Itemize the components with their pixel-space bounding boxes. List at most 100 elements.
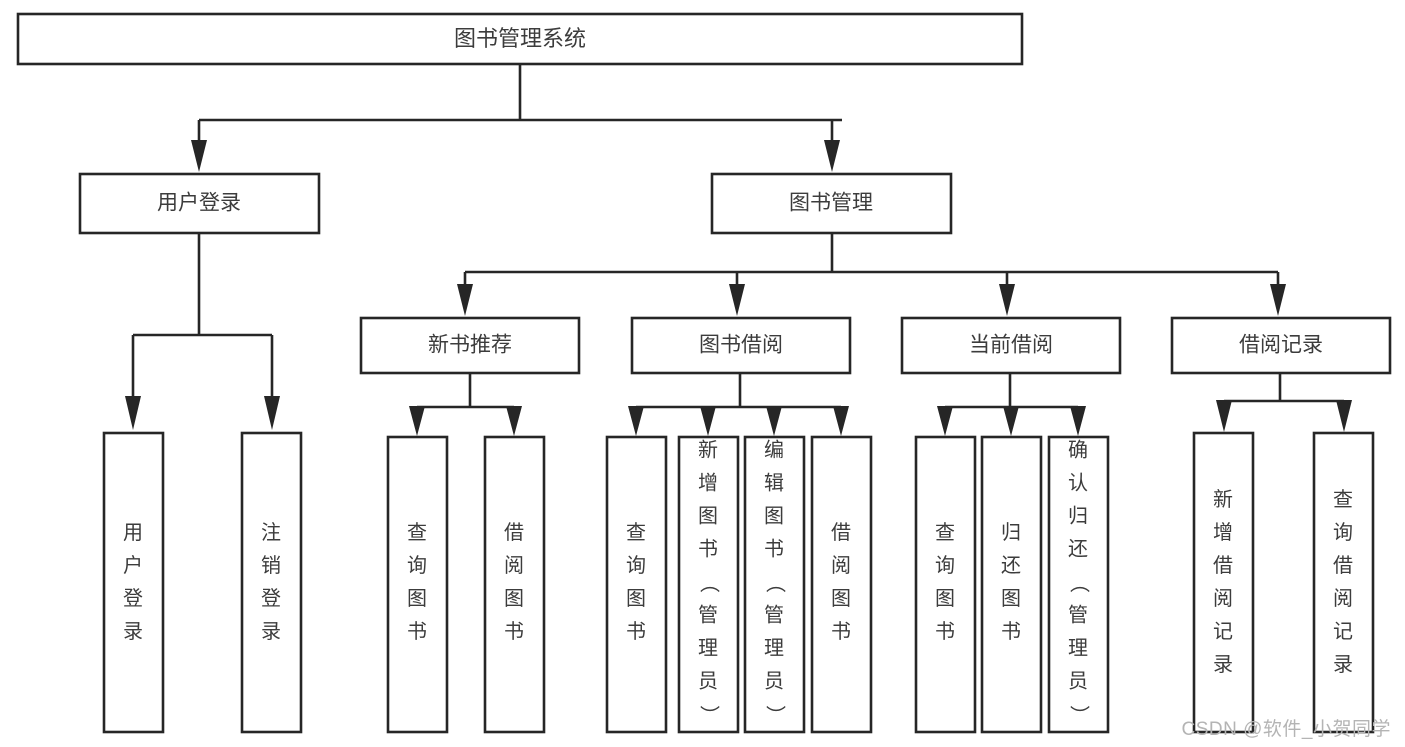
svg-text:辑: 辑 [764,471,784,494]
node-user-login-box[interactable] [78,172,321,235]
svg-text:新: 新 [698,438,718,461]
node-borrow-record[interactable]: 借阅记录 [1170,316,1392,375]
svg-text:书: 书 [407,620,427,643]
leaf-box-add-borrow-record[interactable] [1192,431,1255,734]
leaf-box-query-book-1[interactable] [386,435,449,734]
arrowhead-borrow-leaf1 [628,406,644,436]
svg-text:编: 编 [764,438,784,461]
svg-text:借: 借 [831,521,851,544]
arrowhead-current [999,284,1015,316]
node-user-login[interactable]: 用户登录 [78,172,321,235]
leaf-box-confirm-return-admin[interactable] [1047,435,1110,734]
svg-text:图: 图 [626,588,646,610]
svg-text:查: 查 [935,521,955,544]
node-root-box[interactable] [16,12,1024,66]
svg-text:理: 理 [698,637,718,659]
svg-text:书: 书 [935,620,955,643]
arrowhead-book-manage [824,140,840,172]
leaf-box-borrow-book-2[interactable] [810,435,873,734]
svg-text:查: 查 [626,521,646,544]
arrowhead-newbook [457,284,473,316]
svg-text:理: 理 [1068,637,1088,659]
leaf-label-user-login: 用户登录 [123,522,143,643]
node-new-book-recommend-label: 新书推荐 [428,334,512,357]
arrowhead-borrow-leaf3 [766,406,782,436]
leaf-box-add-book-admin[interactable] [677,435,740,734]
leaf-box-user-login[interactable] [102,431,165,734]
svg-text:图: 图 [1001,588,1021,610]
node-user-login-label: 用户登录 [157,192,241,215]
svg-text:录: 录 [1333,654,1353,676]
svg-text:理: 理 [764,637,784,659]
arrowhead-current-leaf3 [1070,406,1086,436]
leaf-box-edit-book-admin[interactable] [743,435,806,734]
node-current-borrow[interactable]: 当前借阅 [900,316,1122,375]
svg-text:用: 用 [123,522,143,544]
svg-text:图: 图 [407,588,427,610]
svg-text:管: 管 [698,603,718,626]
node-root-label: 图书管理系统 [454,26,586,51]
svg-text:记: 记 [1213,620,1233,643]
leaf-box-query-borrow-record[interactable] [1312,431,1375,734]
node-current-borrow-box[interactable] [900,316,1122,375]
arrowhead-userlogin-leaf2 [264,396,280,430]
arrowhead-borrow-leaf2 [700,406,716,436]
arrowhead-current-leaf1 [937,406,953,436]
node-book-management-label: 图书管理 [789,192,873,215]
svg-text:书: 书 [831,620,851,643]
svg-text:录: 录 [1213,654,1233,676]
arrowhead-borrow-leaf4 [833,406,849,436]
svg-text:书: 书 [1001,620,1021,643]
svg-text:归: 归 [1001,521,1021,544]
svg-text:员: 员 [698,670,718,692]
arrowhead-userlogin-leaf1 [125,396,141,430]
svg-text:归: 归 [1068,504,1088,527]
svg-text:录: 录 [123,621,143,643]
node-book-borrow-box[interactable] [630,316,852,375]
svg-text:）: ） [764,705,787,725]
svg-text:管: 管 [1068,603,1088,626]
node-root-book-management-system[interactable]: 图书管理系统 [16,12,1024,66]
svg-text:）: ） [698,705,721,725]
svg-text:书: 书 [626,620,646,643]
leaf-box-query-book-3[interactable] [914,435,977,734]
leaf-box-borrow-book-1[interactable] [483,435,546,734]
leaf-box-logout[interactable] [240,431,303,734]
svg-text:书: 书 [764,537,784,560]
svg-text:（: （ [1068,573,1091,593]
leaf-box-return-book[interactable] [980,435,1043,734]
svg-text:询: 询 [935,554,955,577]
arrowhead-newbook-leaf2 [506,406,522,436]
svg-text:图: 图 [764,505,784,527]
svg-text:阅: 阅 [504,554,524,577]
arrowhead-current-leaf2 [1003,406,1019,436]
svg-text:查: 查 [407,521,427,544]
svg-text:登: 登 [123,587,143,610]
leaf-node[interactable]: 用户登录 [102,431,165,734]
leaf-box-query-book-2[interactable] [605,435,668,734]
node-new-book-recommend-box[interactable] [359,316,581,375]
node-book-management-box[interactable] [710,172,953,235]
svg-text:借: 借 [504,521,524,544]
node-borrow-record-box[interactable] [1170,316,1392,375]
arrowhead-user-login [191,140,207,172]
node-book-management[interactable]: 图书管理 [710,172,953,235]
node-new-book-recommend[interactable]: 新书推荐 [359,316,581,375]
svg-text:录: 录 [261,621,281,643]
node-book-borrow[interactable]: 图书借阅 [630,316,852,375]
